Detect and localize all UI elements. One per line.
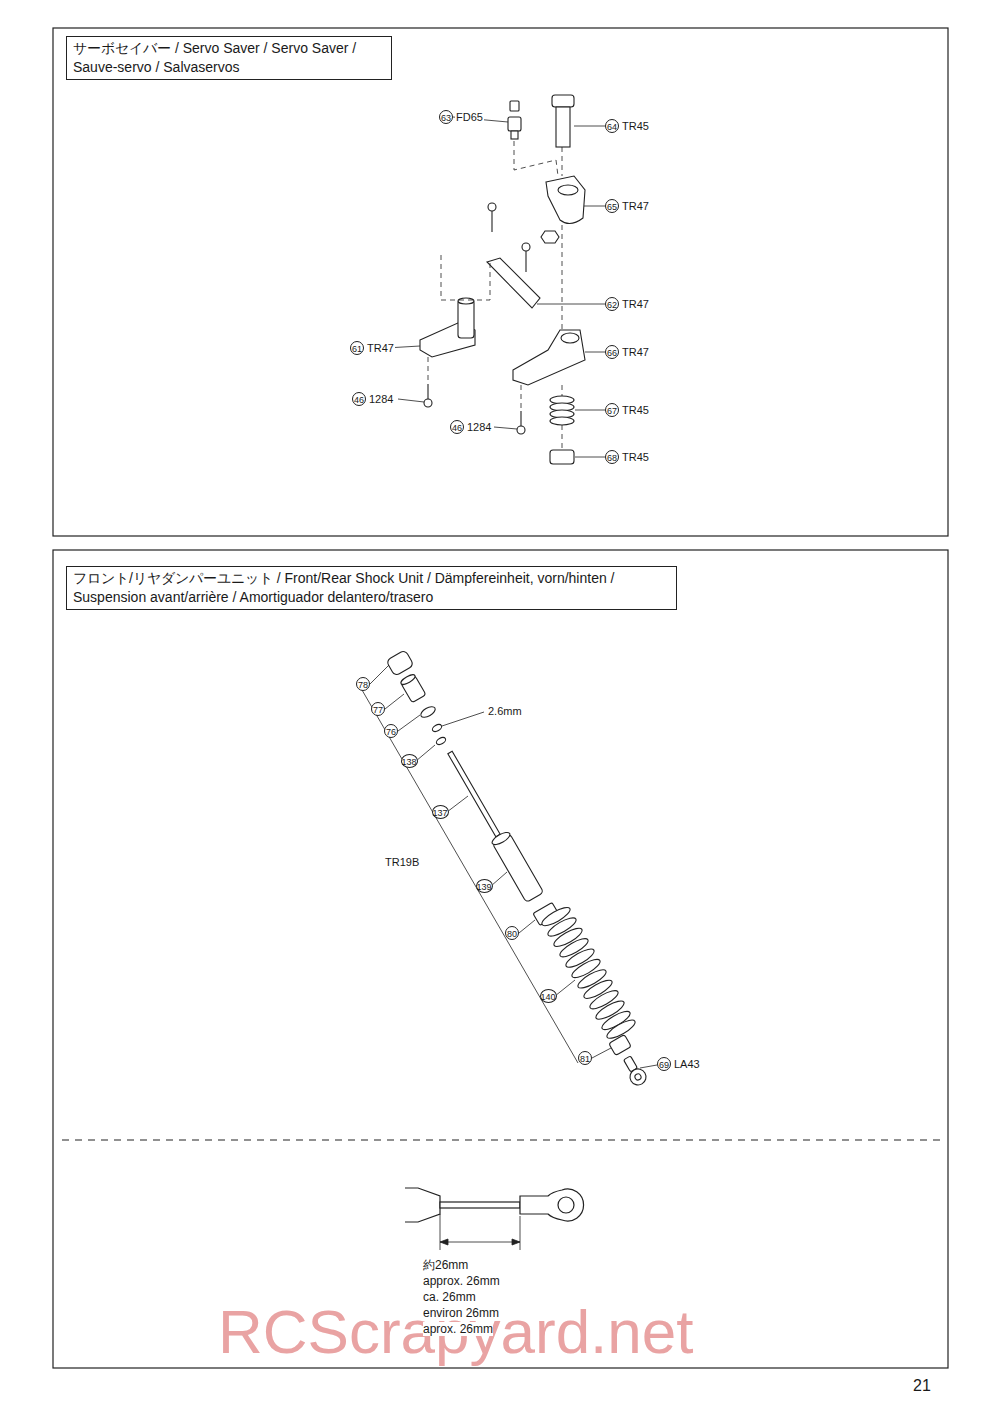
callout-number: 64 [605, 119, 619, 133]
callout-number: 77 [371, 702, 385, 716]
callout-number: 63 [439, 110, 453, 124]
section-title-box: フロント/リヤダンパーユニット / Front/Rear Shock Unit … [66, 566, 677, 610]
part-code: TR47 [621, 200, 650, 213]
part-code: TR45 [621, 451, 650, 464]
callout-number: 62 [605, 297, 619, 311]
part-code: TR19B [384, 856, 420, 869]
section-title-box: サーボセイバー / Servo Saver / Servo Saver / Sa… [66, 36, 392, 80]
dimension-note: ca. 26mm [423, 1290, 476, 1304]
callout-number: 68 [605, 450, 619, 464]
part-code: 2.6mm [487, 705, 523, 718]
callout-number: 66 [605, 345, 619, 359]
part-code: TR47 [366, 342, 395, 355]
callout-number: 61 [350, 341, 364, 355]
dimension-note: environ 26mm [423, 1306, 499, 1320]
callout-number: 46 [352, 392, 366, 406]
callout-number: 140 [540, 989, 557, 1003]
callout-number: 65 [605, 199, 619, 213]
dimension-note: aprox. 26mm [423, 1322, 493, 1336]
part-code: TR45 [621, 404, 650, 417]
callout-number: 139 [476, 879, 493, 893]
part-code: 1284 [466, 421, 492, 434]
callout-number: 46 [450, 420, 464, 434]
callout-number: 76 [384, 724, 398, 738]
part-code: TR47 [621, 298, 650, 311]
dimension-note: approx. 26mm [423, 1274, 500, 1288]
callout-number: 80 [505, 926, 519, 940]
callout-number: 78 [356, 677, 370, 691]
section-title: サーボセイバー / Servo Saver / Servo Saver / Sa… [73, 39, 385, 77]
part-code: FD65 [455, 111, 484, 124]
section-title: フロント/リヤダンパーユニット / Front/Rear Shock Unit … [73, 569, 670, 607]
callout-number: 67 [605, 403, 619, 417]
part-code: 1284 [368, 393, 394, 406]
part-code: TR47 [621, 346, 650, 359]
callout-number: 138 [401, 754, 418, 768]
callout-number: 81 [578, 1051, 592, 1065]
part-code: LA43 [673, 1058, 701, 1071]
callout-number: 69 [657, 1057, 671, 1071]
part-code: TR45 [621, 120, 650, 133]
page-number: 21 [913, 1377, 931, 1395]
dimension-note: 約26mm [423, 1258, 468, 1272]
callout-number: 137 [432, 805, 449, 819]
